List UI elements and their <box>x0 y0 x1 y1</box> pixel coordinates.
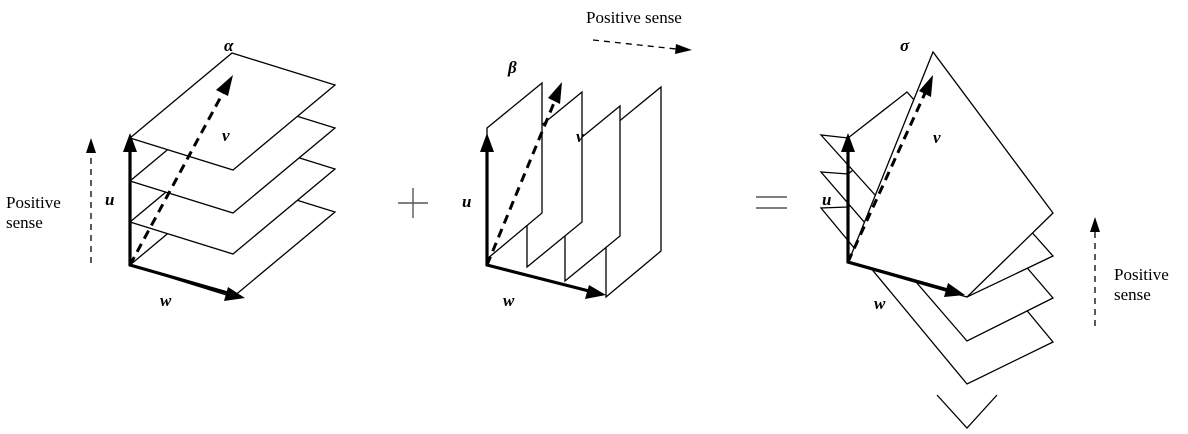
sigma-panel: σ v u w Positive sense <box>819 36 1173 429</box>
sigma-title: σ <box>900 36 910 55</box>
sigma-sense-label: Positive sense <box>1114 265 1173 304</box>
alpha-v-label: v <box>222 126 230 145</box>
beta-v-vector <box>485 97 558 266</box>
sigma-plane-5-edge <box>936 394 998 429</box>
alpha-sense-line-1: Positive <box>6 193 61 212</box>
beta-sense-arrow <box>592 39 677 50</box>
sigma-w-label: w <box>874 294 886 313</box>
alpha-u-arrowhead <box>123 133 137 152</box>
sigma-u-label: u <box>822 190 831 209</box>
sigma-sense-line-1: Positive <box>1114 265 1169 284</box>
alpha-v-vector <box>128 90 226 266</box>
alpha-title: α <box>224 36 234 55</box>
beta-u-label: u <box>462 192 471 211</box>
sigma-sense-arrowhead <box>1090 217 1100 232</box>
plus-operator <box>398 188 428 218</box>
alpha-planes <box>128 52 337 298</box>
beta-w-vector <box>485 263 591 293</box>
alpha-sense-arrowhead <box>86 138 96 153</box>
sigma-v-arrowhead <box>919 75 933 97</box>
alpha-u-label: u <box>105 190 114 209</box>
beta-title: β <box>507 58 517 77</box>
beta-w-arrowhead <box>585 285 606 299</box>
sigma-planes <box>819 50 1055 429</box>
alpha-plane-1 <box>128 52 337 171</box>
alpha-sense-line-2: sense <box>6 213 43 232</box>
beta-v-label: v <box>576 127 584 146</box>
alpha-w-label: w <box>160 291 172 310</box>
beta-w-label: w <box>503 291 515 310</box>
beta-planes <box>486 81 662 299</box>
beta-u-arrowhead <box>480 133 494 152</box>
beta-sense-label: Positive sense <box>586 8 682 27</box>
sigma-v-label: v <box>933 128 941 147</box>
beta-v-arrowhead <box>548 82 562 104</box>
alpha-w-vector <box>128 263 230 295</box>
sigma-u-arrowhead <box>841 133 855 152</box>
beta-panel: β v u w Positive sense <box>462 8 692 310</box>
alpha-w-arrowhead <box>224 287 245 301</box>
sigma-v-vector <box>846 90 928 263</box>
equals-operator <box>756 196 787 209</box>
alpha-panel: α v u w Positive sense <box>6 36 337 310</box>
sigma-sense-line-2: sense <box>1114 285 1151 304</box>
sigma-w-arrowhead <box>944 283 965 297</box>
sigma-w-vector <box>846 260 950 292</box>
alpha-sense-label: Positive sense <box>6 193 65 232</box>
beta-sense-arrowhead <box>675 44 692 54</box>
alpha-v-arrowhead <box>216 75 233 96</box>
